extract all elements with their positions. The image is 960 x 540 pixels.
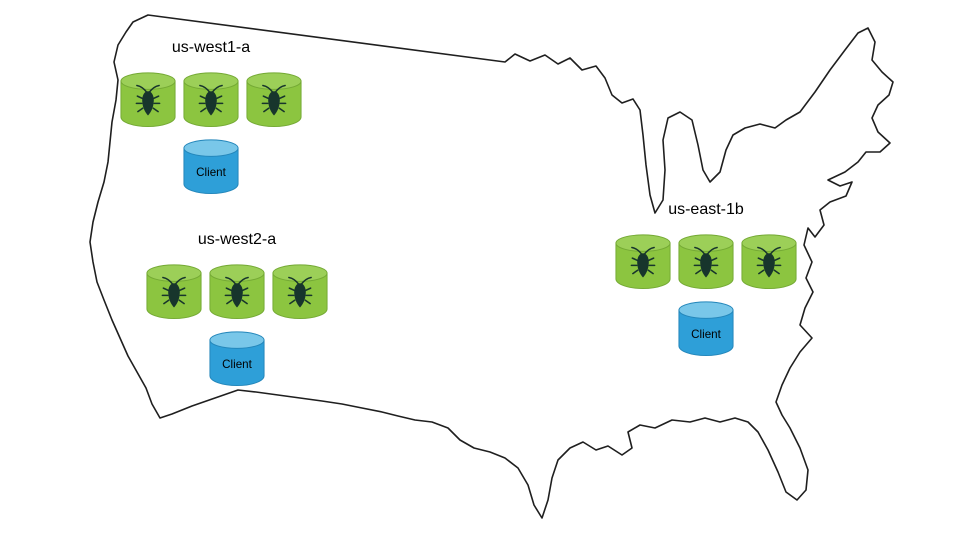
- db-node: [615, 234, 671, 290]
- node-row: [145, 263, 329, 320]
- cluster-us-west1-a: us-west1-a: [118, 38, 304, 200]
- client-label: Client: [222, 358, 252, 371]
- db-node: [209, 264, 265, 320]
- db-node: [741, 234, 797, 290]
- client-cylinder: Client: [678, 301, 734, 357]
- db-node: [246, 72, 302, 128]
- cockroach-icon: [693, 246, 719, 278]
- cluster-us-west2-a: us-west2-a: [144, 230, 330, 392]
- cockroach-icon: [287, 276, 313, 308]
- client-node: Client: [208, 330, 266, 392]
- client-label: Client: [196, 166, 226, 179]
- node-row: [119, 71, 303, 128]
- cockroach-icon: [135, 84, 161, 116]
- region-label: us-west2-a: [197, 231, 277, 248]
- client-label: Client: [691, 328, 721, 341]
- region-label: us-east-1b: [668, 201, 744, 218]
- cockroach-icon: [161, 276, 187, 308]
- client-cylinder: Client: [209, 331, 265, 387]
- client-node: Client: [182, 138, 240, 200]
- client-node: Client: [677, 300, 735, 362]
- db-node: [678, 234, 734, 290]
- cockroach-icon: [261, 84, 287, 116]
- cockroach-icon: [224, 276, 250, 308]
- db-node: [272, 264, 328, 320]
- db-node: [146, 264, 202, 320]
- cockroach-icon: [630, 246, 656, 278]
- db-node: [183, 72, 239, 128]
- client-cylinder: Client: [183, 139, 239, 195]
- db-node: [120, 72, 176, 128]
- region-label: us-west1-a: [171, 39, 251, 56]
- node-row: [614, 233, 798, 290]
- cluster-us-east-1b: us-east-1b: [613, 200, 799, 362]
- cockroach-icon: [756, 246, 782, 278]
- cockroach-icon: [198, 84, 224, 116]
